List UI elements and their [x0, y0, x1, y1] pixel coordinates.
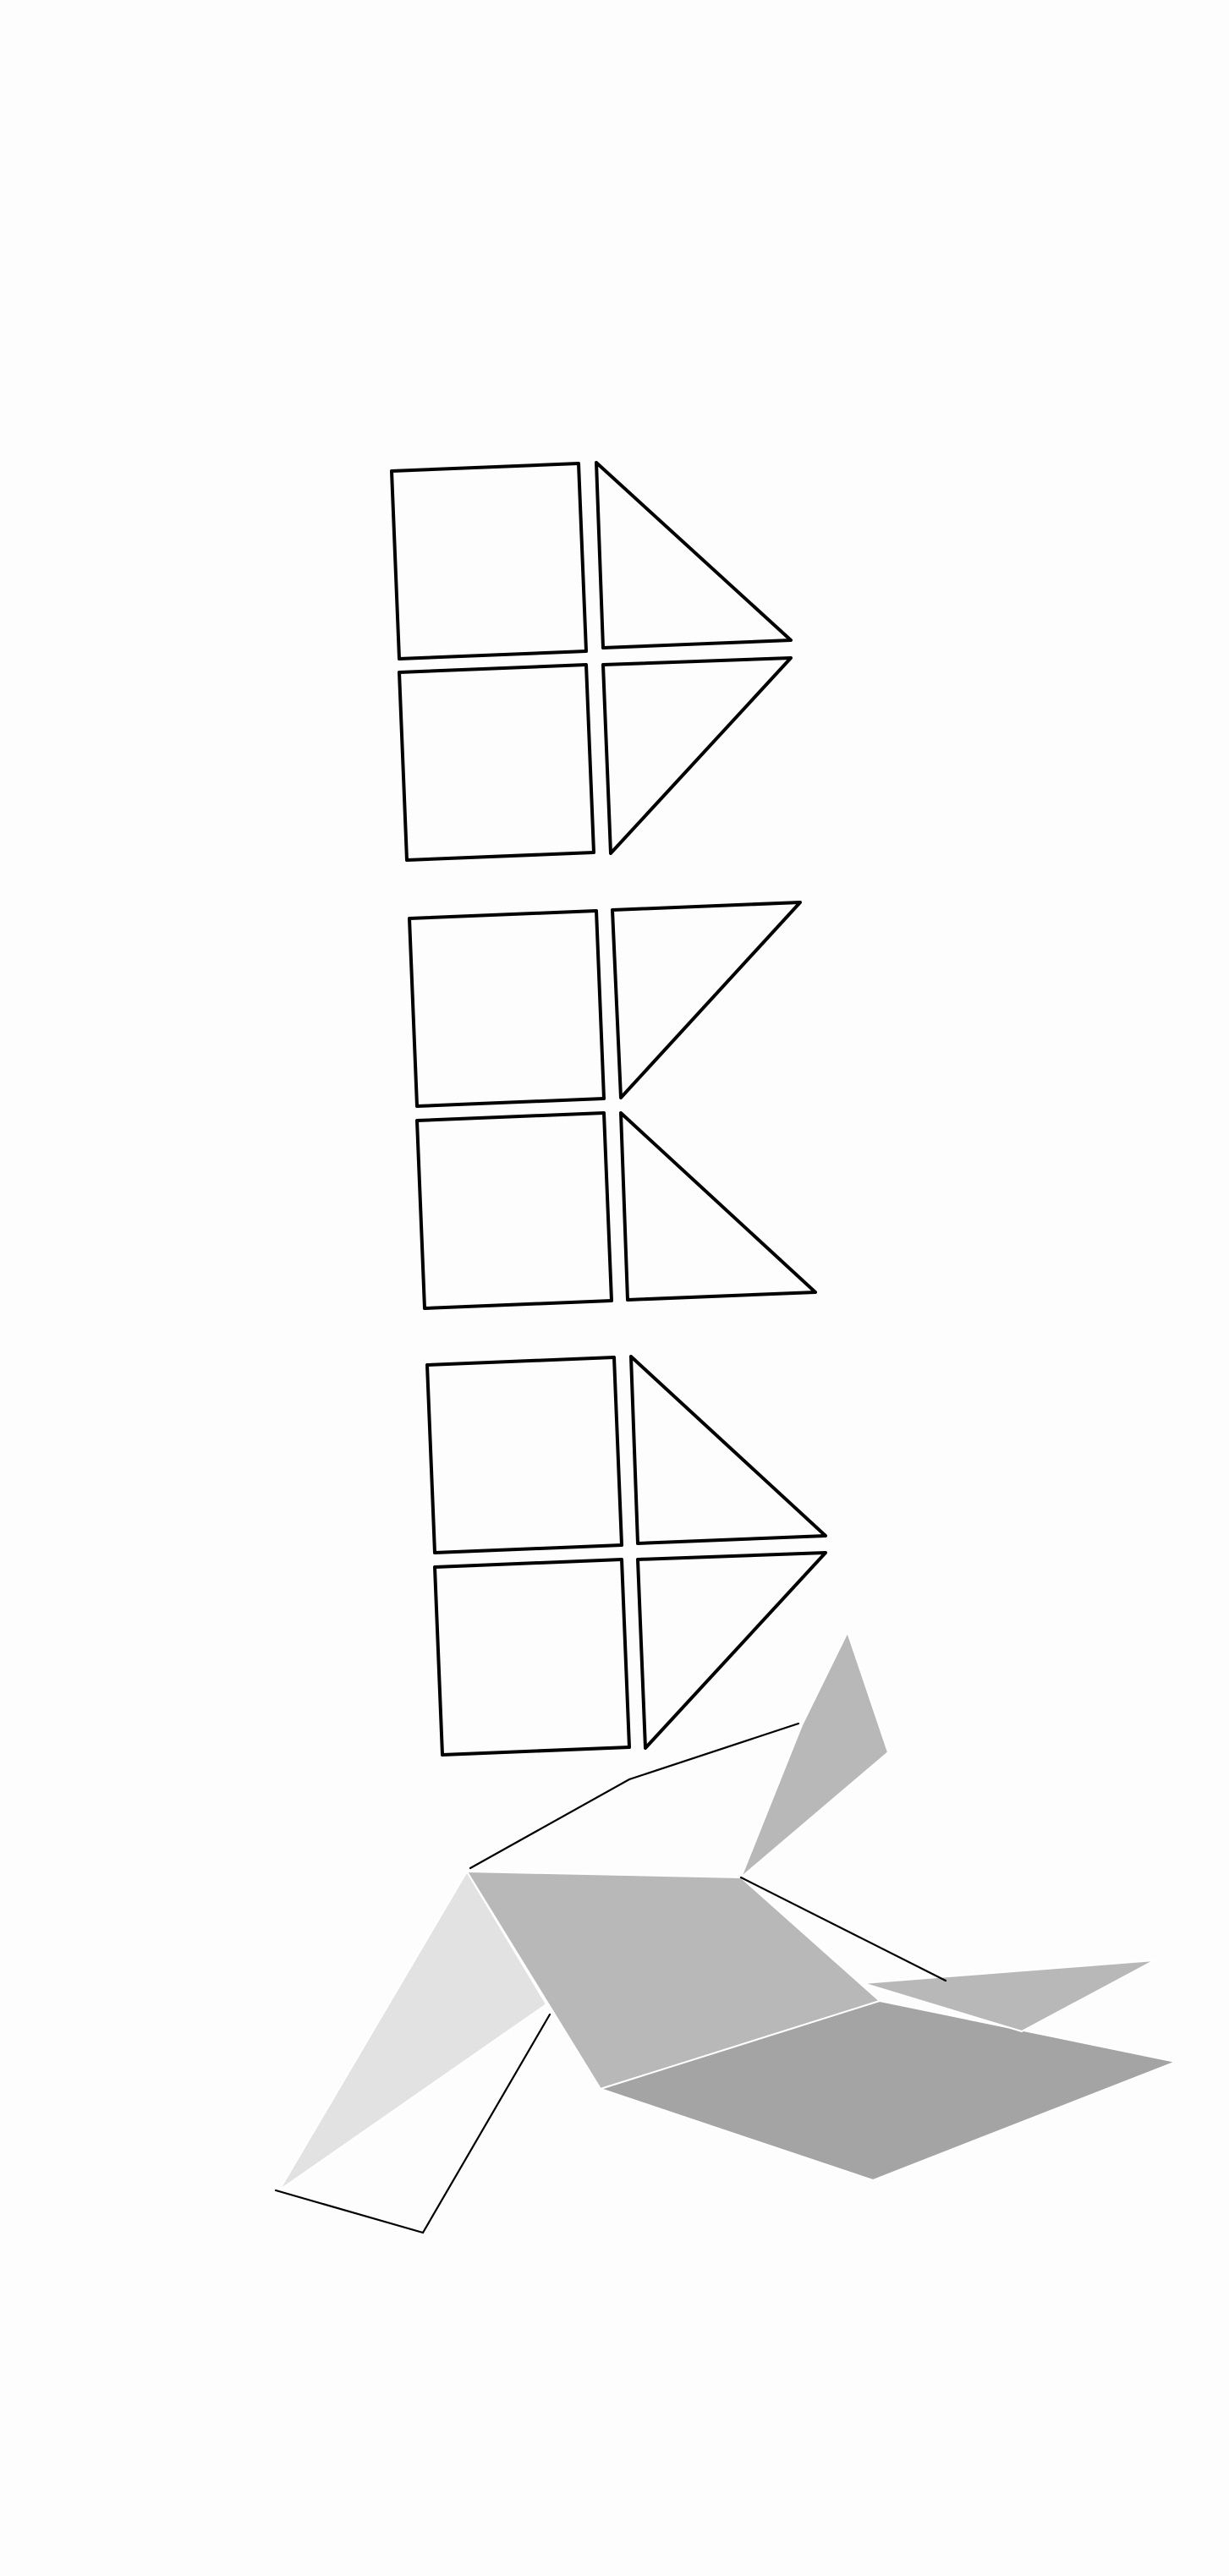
- net-1-top-square: [390, 462, 588, 660]
- net-3-top-triangle: [629, 1355, 827, 1545]
- net-2-top-square: [408, 909, 606, 1108]
- net-2-bottom-triangle: [619, 1111, 817, 1302]
- edge-left-bottom: [274, 2013, 551, 2234]
- net-1-bottom-square: [398, 663, 595, 862]
- face-upper-fin: [740, 1631, 889, 1878]
- face-bottom-dark: [600, 2000, 1177, 2181]
- net-1-bottom-triangle: [601, 656, 793, 855]
- folded-3d-shape: [274, 1631, 1177, 2234]
- net-group-1: [390, 461, 793, 862]
- edge-right-diagonal: [739, 1876, 947, 1982]
- net-group-3: [425, 1355, 827, 1757]
- net-1-top-triangle: [595, 461, 793, 649]
- edge-top-ridge: [469, 1722, 800, 1870]
- net-3-top-square: [425, 1356, 623, 1554]
- net-group-2: [408, 901, 817, 1310]
- net-2-bottom-square: [415, 1111, 613, 1310]
- face-right-tab: [862, 1959, 1155, 2032]
- net-3-bottom-triangle: [636, 1551, 827, 1750]
- net-3-bottom-square: [433, 1558, 631, 1757]
- face-left-light: [278, 1871, 547, 2191]
- net-2-top-triangle: [611, 901, 802, 1099]
